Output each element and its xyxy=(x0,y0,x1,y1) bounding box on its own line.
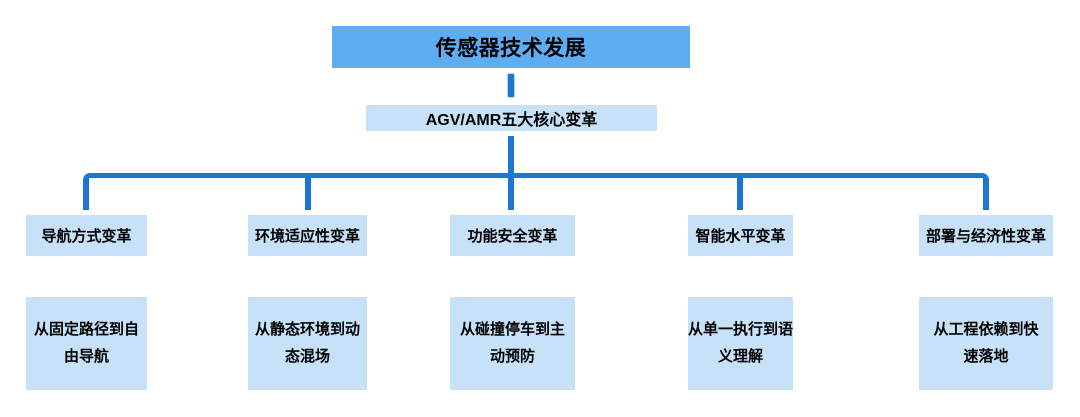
branch-3-desc-node: 从碰撞停车到主 动预防 xyxy=(450,297,575,390)
branch-1-desc-node: 从固定路径到自 由导航 xyxy=(26,297,147,390)
branch-5-desc-line1: 从工程依赖到快 xyxy=(933,321,1039,338)
branch-4-title-node: 智能水平变革 xyxy=(688,215,793,256)
connector-bracket-rail xyxy=(83,173,989,210)
branch-1-desc-line1: 从固定路径到自 xyxy=(33,321,139,338)
branch-2-desc-node: 从静态环境到动 态混场 xyxy=(248,297,367,390)
branch-4-desc-line1: 从单一执行到语 xyxy=(688,321,794,338)
connector-drop-branch-2 xyxy=(305,178,311,210)
root-title-node: 传感器技术发展 xyxy=(332,26,690,68)
branch-5-desc-node: 从工程依赖到快 速落地 xyxy=(919,297,1053,390)
branch-2-desc-line1: 从静态环境到动 xyxy=(254,321,360,338)
subtitle-node: AGV/AMR五大核心变革 xyxy=(366,105,657,131)
branch-1-title-node: 导航方式变革 xyxy=(26,215,147,256)
branch-1-desc-line2: 由导航 xyxy=(63,348,109,365)
branch-5-title-node: 部署与经济性变革 xyxy=(919,215,1053,256)
branch-2-title-node: 环境适应性变革 xyxy=(248,215,367,256)
branch-2-desc-line2: 态混场 xyxy=(284,348,330,365)
branch-3-title-node: 功能安全变革 xyxy=(450,215,575,256)
branch-4-desc-node: 从单一执行到语 义理解 xyxy=(688,297,793,390)
branch-3-desc-line1: 从碰撞停车到主 xyxy=(459,321,565,338)
branch-4-desc-line2: 义理解 xyxy=(717,348,763,365)
branch-3-desc-line2: 动预防 xyxy=(489,348,535,365)
branch-5-desc-line2: 速落地 xyxy=(963,348,1009,365)
connector-root-to-subtitle xyxy=(507,73,515,98)
connector-drop-branch-4 xyxy=(737,178,743,210)
